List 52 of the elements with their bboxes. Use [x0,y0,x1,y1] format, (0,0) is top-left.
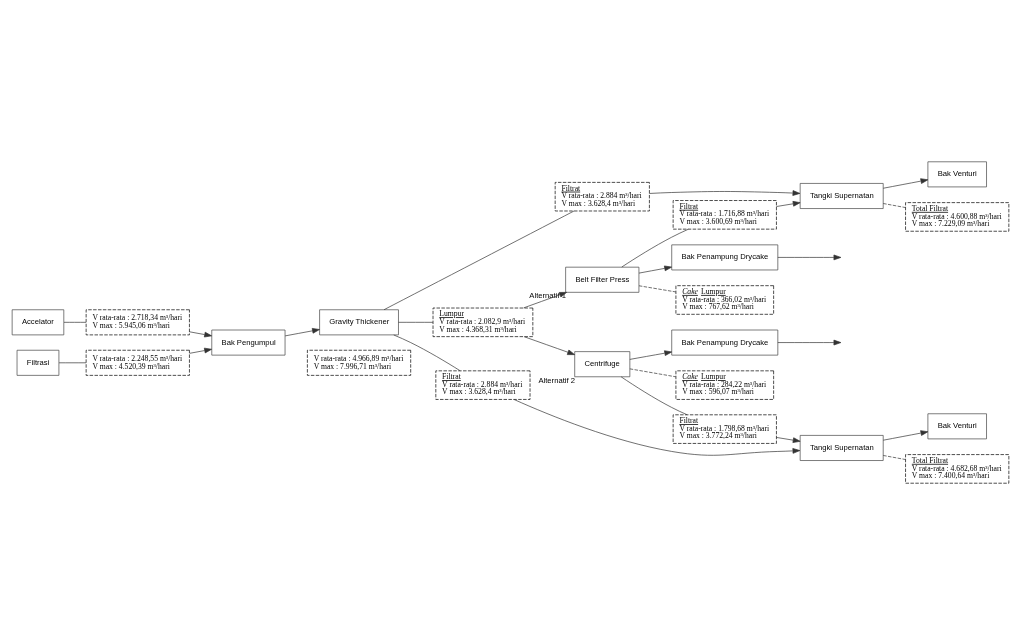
connector [383,210,575,310]
connector [638,284,677,292]
node-box: Filtrat V rata-rata : 2.884 m³/hari V max : 3.628,4 m³/hari [554,181,650,211]
connector [882,454,906,460]
arrow [649,189,801,196]
connector [882,202,906,208]
arrow [882,177,929,189]
arrow [777,339,842,345]
node-box: Bak Penampung Drycake [671,244,779,270]
node-box: Tangki Supernatan [799,434,884,461]
node-box: Filtrat V rata-rata : 2.884 m³/hari V max : 3.628,4 m³/hari [435,369,531,400]
node-box: Accelator [11,308,65,335]
node-box: Cake Lumpur V rata-rata : 366,02 m³/hari V max : 767,62 m³/hari [675,284,774,315]
arrow [284,327,320,336]
arrow [882,429,929,441]
node-box: V rata-rata : 4.966,89 m³/hari V max : 7.996,71 m³/hari [307,349,412,376]
node-box: Gravity Thickener [319,308,399,335]
node-box: Filtrat V rata-rata : 1.798,68 m³/hari V max : 3.772,24 m³/hari [672,413,777,444]
connector [398,321,434,323]
connector [58,361,87,363]
connector [620,376,688,415]
connector [63,321,87,323]
arrow [523,291,567,308]
node-box: Tangki Supernatan [799,182,884,209]
node-label: Alternatif 1 [529,290,566,300]
arrow [776,200,801,207]
node-box: Bak Pengumpul [211,329,286,355]
arrow [638,265,672,273]
node-box: Bak Venturi [927,160,987,187]
node-box: Total Filtrat V rata-rata : 4.600,88 m³/hari V max : 7.229,09 m³/hari [905,201,1010,232]
arrow [629,349,673,360]
node-box: Cake Lumpur V rata-rata : 284,22 m³/hari V max : 596,07 m³/hari [675,369,774,400]
node-box: V rata-rata : 2.718,34 m³/hari V max : 5.945,06 m³/hari [85,308,190,335]
node-box: Belt Filter Press [565,266,640,293]
node-box: V rata-rata : 2.248,55 m³/hari V max : 4.520,39 m³/hari [85,349,190,376]
arrow [776,436,801,443]
node-label: Alternatif 2 [538,375,576,385]
node-box: Filtrasi [16,349,60,376]
node-box: Total Filtrat V rata-rata : 4.682,68 m³/hari V max : 7.400,64 m³/hari [905,453,1010,484]
node-box: Bak Venturi [927,412,987,439]
connector [393,334,461,371]
connector [621,228,689,267]
node-box: Bak Penampung Drycake [671,329,779,355]
connector [629,368,677,377]
node-box: Lumpur V rata-rata : 2.082,9 m³/hari V max : 4.368,31 m³/hari [432,307,534,337]
node-box: Filtrat V rata-rata : 1.716,88 m³/hari V max : 3.600,69 m³/hari [672,199,777,229]
arrow [513,398,801,456]
arrow [777,254,842,260]
arrow [189,347,212,354]
node-box: Centrifuge [574,350,631,377]
arrow [523,335,575,355]
arrow [189,330,212,337]
